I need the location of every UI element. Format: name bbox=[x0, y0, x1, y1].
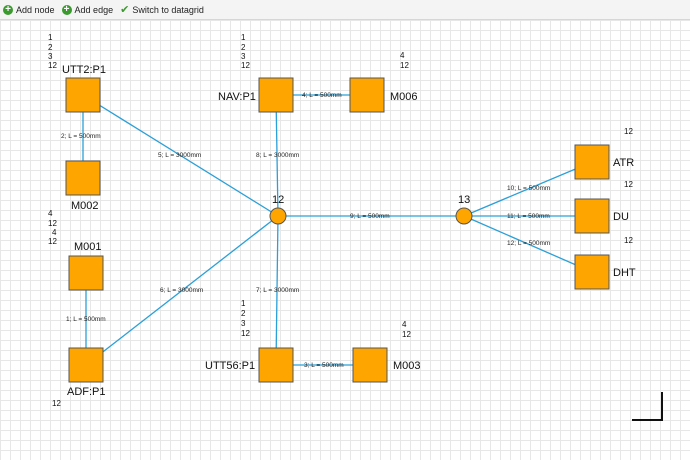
node-m006[interactable] bbox=[349, 77, 385, 113]
plus-circle-icon: + bbox=[3, 4, 13, 15]
checkmark-icon: ✔ bbox=[120, 4, 130, 16]
edge-label-9: 9; L = 500mm bbox=[350, 213, 390, 220]
node-label-m001: M001 bbox=[74, 241, 102, 253]
edge-label-8: 8; L = 3000mm bbox=[256, 152, 299, 159]
node-label-utt56: UTT56:P1 bbox=[205, 360, 255, 372]
badge-text: 3 bbox=[241, 52, 246, 61]
badges-m006: 4 12 bbox=[400, 51, 409, 70]
badge-text: 4 bbox=[52, 228, 57, 237]
edge-5[interactable] bbox=[82, 94, 279, 217]
badge-text-adf: 12 bbox=[52, 399, 61, 408]
edge-label-1: 1; L = 500mm bbox=[66, 316, 106, 323]
node-label-atr: ATR bbox=[613, 157, 634, 169]
badge-text: 4 bbox=[402, 320, 407, 329]
node-du[interactable] bbox=[574, 198, 610, 234]
junction-label-13: 13 bbox=[458, 194, 470, 206]
badge-text: 3 bbox=[241, 319, 246, 328]
diagram-svg: 1; L = 500mm 2; L = 500mm 3; L = 500mm 4… bbox=[48, 33, 663, 421]
edge-7[interactable] bbox=[275, 215, 279, 366]
node-adf[interactable] bbox=[68, 347, 104, 383]
badges-m003: 4 12 bbox=[402, 320, 411, 339]
badges-utt56: 1 2 3 12 bbox=[241, 299, 250, 338]
node-atr[interactable] bbox=[574, 144, 610, 180]
edge-label-2: 2; L = 500mm bbox=[61, 133, 101, 140]
node-label-nav: NAV:P1 bbox=[218, 91, 256, 103]
node-label-m003: M003 bbox=[393, 360, 421, 372]
badge-text: 12 bbox=[241, 61, 250, 70]
badge-text-du: 12 bbox=[624, 180, 633, 189]
edge-label-6: 6; L = 3000mm bbox=[160, 287, 203, 294]
badges-nav: 1 2 3 12 bbox=[241, 33, 250, 70]
junction-13[interactable] bbox=[455, 207, 473, 225]
badge-text: 3 bbox=[48, 52, 53, 61]
edge-10[interactable] bbox=[463, 161, 593, 217]
add-node-label: Add node bbox=[16, 4, 55, 15]
badge-text: 1 bbox=[48, 33, 53, 42]
badge-text-dht: 12 bbox=[624, 236, 633, 245]
node-label-utt2: UTT2:P1 bbox=[62, 64, 106, 76]
badge-text-atr: 12 bbox=[624, 127, 633, 136]
node-m002[interactable] bbox=[65, 160, 101, 196]
badge-text: 2 bbox=[48, 43, 53, 52]
edge-label-11: 11; L = 500mm bbox=[507, 213, 550, 220]
edge-label-7: 7; L = 3000mm bbox=[256, 287, 299, 294]
node-dht[interactable] bbox=[574, 254, 610, 290]
add-edge-label: Add edge bbox=[74, 4, 114, 15]
plus-circle-icon: + bbox=[61, 4, 72, 15]
node-label-du: DU bbox=[613, 211, 629, 223]
badge-text: 12 bbox=[48, 61, 57, 70]
junction-label-12: 12 bbox=[272, 194, 284, 206]
badges-m001: 4 12 4 12 bbox=[48, 209, 57, 246]
switch-to-datagrid-button[interactable]: ✔ Switch to datagrid bbox=[117, 1, 208, 19]
node-utt2[interactable] bbox=[65, 77, 101, 113]
badge-text: 12 bbox=[402, 330, 411, 339]
badge-text: 12 bbox=[48, 219, 57, 228]
edge-8[interactable] bbox=[275, 94, 279, 217]
junction-12[interactable] bbox=[269, 207, 287, 225]
badge-text: 4 bbox=[48, 209, 53, 218]
node-label-m006: M006 bbox=[390, 91, 418, 103]
node-label-adf: ADF:P1 bbox=[67, 386, 106, 398]
toolbar: + Add node + Add edge ✔ Switch to datagr… bbox=[0, 0, 690, 20]
edge-12[interactable] bbox=[463, 215, 593, 273]
add-node-button[interactable]: + Add node bbox=[0, 1, 59, 19]
edge-label-12: 12; L = 500mm bbox=[507, 240, 550, 247]
resize-handle-icon[interactable] bbox=[632, 392, 663, 421]
node-label-m002: M002 bbox=[71, 200, 99, 212]
badge-text: 4 bbox=[400, 51, 405, 60]
diagram-canvas[interactable]: 1; L = 500mm 2; L = 500mm 3; L = 500mm 4… bbox=[0, 20, 690, 460]
badge-text: 12 bbox=[48, 237, 57, 246]
badge-text: 12 bbox=[400, 61, 409, 70]
edge-label-3: 3; L = 500mm bbox=[304, 362, 344, 369]
node-m001[interactable] bbox=[68, 255, 104, 291]
badge-text: 2 bbox=[241, 309, 246, 318]
badges-utt2: 1 2 3 12 bbox=[48, 33, 57, 70]
edge-label-5: 5; L = 3000mm bbox=[158, 152, 201, 159]
node-m003[interactable] bbox=[352, 347, 388, 383]
node-label-dht: DHT bbox=[613, 267, 636, 279]
badge-text: 1 bbox=[241, 33, 246, 42]
edge-label-10: 10; L = 500mm bbox=[507, 185, 550, 192]
badge-text: 12 bbox=[241, 329, 250, 338]
edge-label-4: 4; L = 500mm bbox=[302, 92, 342, 99]
node-utt56[interactable] bbox=[258, 347, 294, 383]
badge-text: 2 bbox=[241, 43, 246, 52]
badge-text: 1 bbox=[241, 299, 246, 308]
add-edge-button[interactable]: + Add edge bbox=[59, 1, 118, 19]
node-nav[interactable] bbox=[258, 77, 294, 113]
edge-6[interactable] bbox=[85, 215, 279, 366]
switch-to-datagrid-label: Switch to datagrid bbox=[132, 4, 204, 15]
